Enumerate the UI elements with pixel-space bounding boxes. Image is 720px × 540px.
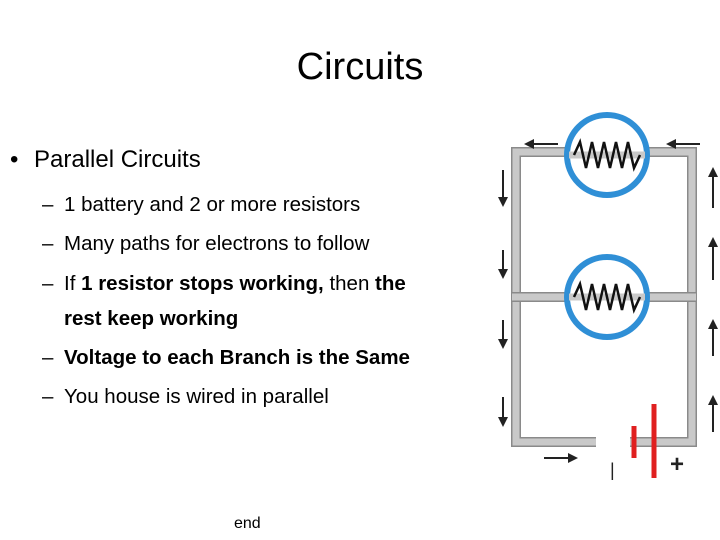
dash-marker: – — [42, 193, 54, 216]
bullet-marker: • — [10, 146, 19, 173]
resistor-middle — [564, 254, 650, 340]
sub-bullet-3-continuation: rest keep working — [64, 305, 238, 333]
resistor-zigzag — [572, 138, 642, 172]
sub-bullet-4: –Voltage to each Branch is the Same — [42, 344, 410, 372]
battery: | + — [596, 404, 684, 480]
arrow-down-icon — [498, 320, 508, 349]
battery-negative-sign: | — [610, 460, 615, 480]
sub-bullet-middle: then — [323, 272, 376, 295]
resistor-zigzag — [572, 280, 642, 314]
sub-bullet-prefix: If — [64, 272, 82, 295]
slide-title: Circuits — [296, 46, 424, 88]
sub-bullet-5: –You house is wired in parallel — [42, 383, 329, 411]
sub-bullet-2: –Many paths for electrons to follow — [42, 230, 369, 258]
arrow-up-icon — [708, 237, 718, 280]
footer-end-text: end — [234, 515, 261, 532]
dash-marker: – — [42, 385, 54, 408]
sub-bullet-text: You house is wired in parallel — [64, 385, 329, 408]
arrow-up-icon — [708, 395, 718, 432]
arrow-down-icon — [498, 170, 508, 207]
parallel-circuit-diagram: | + — [498, 112, 718, 480]
arrow-down-icon — [498, 250, 508, 279]
sub-bullet-3: –If 1 resistor stops working, then the — [42, 270, 406, 298]
arrow-left-icon — [666, 139, 700, 149]
dash-marker: – — [42, 232, 54, 255]
battery-positive-sign: + — [670, 451, 684, 478]
sub-bullet-continuation-text: rest keep working — [64, 307, 239, 330]
sub-bullet-bold-phrase: 1 resistor stops working, — [81, 272, 324, 295]
current-arrows — [498, 139, 718, 463]
arrow-down-icon — [498, 397, 508, 427]
arrow-up-icon — [708, 167, 718, 208]
sub-bullet-text: Voltage to each Branch is the Same — [64, 346, 410, 369]
arrow-left-icon — [524, 139, 558, 149]
bullet-text: Parallel Circuits — [34, 146, 201, 173]
resistor-top — [564, 112, 650, 198]
sub-bullet-bold-word: the — [375, 272, 406, 295]
battery-gap — [596, 434, 630, 450]
sub-bullet-1: –1 battery and 2 or more resistors — [42, 191, 360, 219]
dash-marker: – — [42, 272, 54, 295]
arrow-up-icon — [708, 319, 718, 356]
sub-bullet-text: 1 battery and 2 or more resistors — [64, 193, 361, 216]
arrow-right-icon — [544, 453, 578, 463]
bullet-parallel-circuits: • Parallel Circuits — [10, 144, 201, 176]
sub-bullet-text: Many paths for electrons to follow — [64, 232, 370, 255]
dash-marker: – — [42, 346, 54, 369]
bullet-list: •Parallel Circuits –1 battery and 2 or m… — [10, 144, 410, 411]
